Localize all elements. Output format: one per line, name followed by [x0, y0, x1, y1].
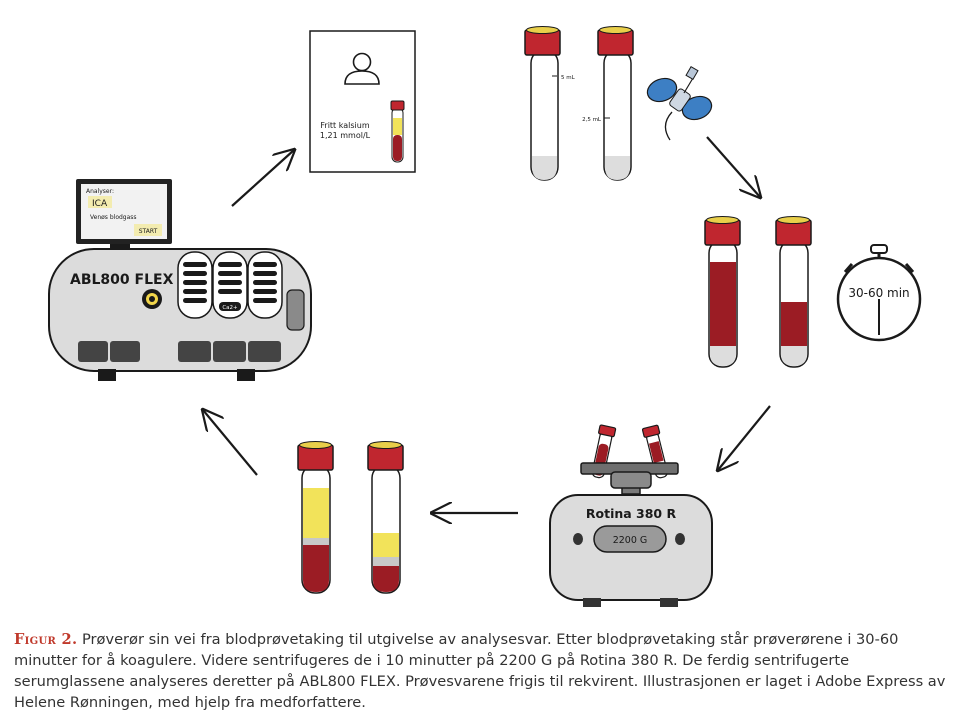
figure-label: Figur 2. — [14, 631, 78, 648]
screen-item-ica: ICA — [92, 199, 108, 209]
result-report: Fritt kalsium 1,21 mmol/L — [309, 30, 416, 173]
arrow-analyzer-to-report — [231, 150, 294, 207]
flow-arrows — [203, 136, 771, 513]
result-value: 1,21 mmol/L — [320, 131, 371, 140]
report-tube — [390, 100, 405, 163]
analyzer-drawers — [78, 341, 281, 362]
timer-label: 30-60 min — [848, 286, 909, 300]
butterfly-needle-icon — [646, 65, 713, 141]
centrifuge-button-right — [675, 533, 685, 545]
mark-2-5ml-label: 2,5 mL — [582, 117, 602, 123]
workflow-illustration: Fritt kalsium 1,21 mmol/L 5 mL 2,5 mL — [48, 26, 922, 607]
centrifuge: Rotina 380 R 2200 G — [549, 424, 713, 607]
abl800-analyzer: Analyser: ICA Venøs blodgass START ABL80… — [48, 179, 312, 381]
mark-5ml-label: 5 mL — [561, 75, 576, 81]
tube-5ml: 5 mL — [524, 26, 576, 181]
separated-tube-right — [367, 441, 404, 594]
centrifuge-button-left — [573, 533, 583, 545]
empty-sample-tubes: 5 mL 2,5 mL — [524, 26, 713, 181]
arrow-tubes-to-clotting — [706, 136, 760, 197]
clotting-tube-right — [775, 216, 812, 368]
figure-caption: Figur 2. Prøverør sin vei fra blodprøvet… — [14, 629, 948, 713]
rack-label: Ca2+ — [222, 305, 238, 311]
result-name: Fritt kalsium — [320, 121, 369, 130]
analyzer-side-slot — [286, 289, 305, 331]
screen-start-button: START — [139, 228, 158, 235]
person-icon — [344, 52, 380, 85]
reagent-rack: Ca2+ — [177, 251, 283, 319]
centrifuge-display-value: 2200 G — [613, 535, 648, 546]
clotting-tubes — [704, 216, 812, 368]
figure-caption-text: Prøverør sin vei fra blodprøvetaking til… — [14, 631, 946, 711]
centrifuge-display — [593, 525, 667, 553]
separated-tube-left — [297, 441, 334, 594]
clotting-tube-left — [704, 216, 741, 368]
screen-title: Analyser: — [86, 188, 114, 195]
arrow-separated-to-analyzer — [203, 410, 258, 476]
arrow-clotting-to-centrifuge — [718, 405, 771, 470]
stopwatch-icon: 30-60 min — [836, 244, 922, 342]
centrifuge-name: Rotina 380 R — [586, 506, 677, 521]
analyzer-name: ABL800 FLEX — [70, 272, 174, 288]
screen-item-blood-gas: Venøs blodgass — [90, 214, 137, 221]
tube-2-5ml: 2,5 mL — [582, 26, 634, 181]
separated-serum-tubes — [297, 441, 404, 594]
